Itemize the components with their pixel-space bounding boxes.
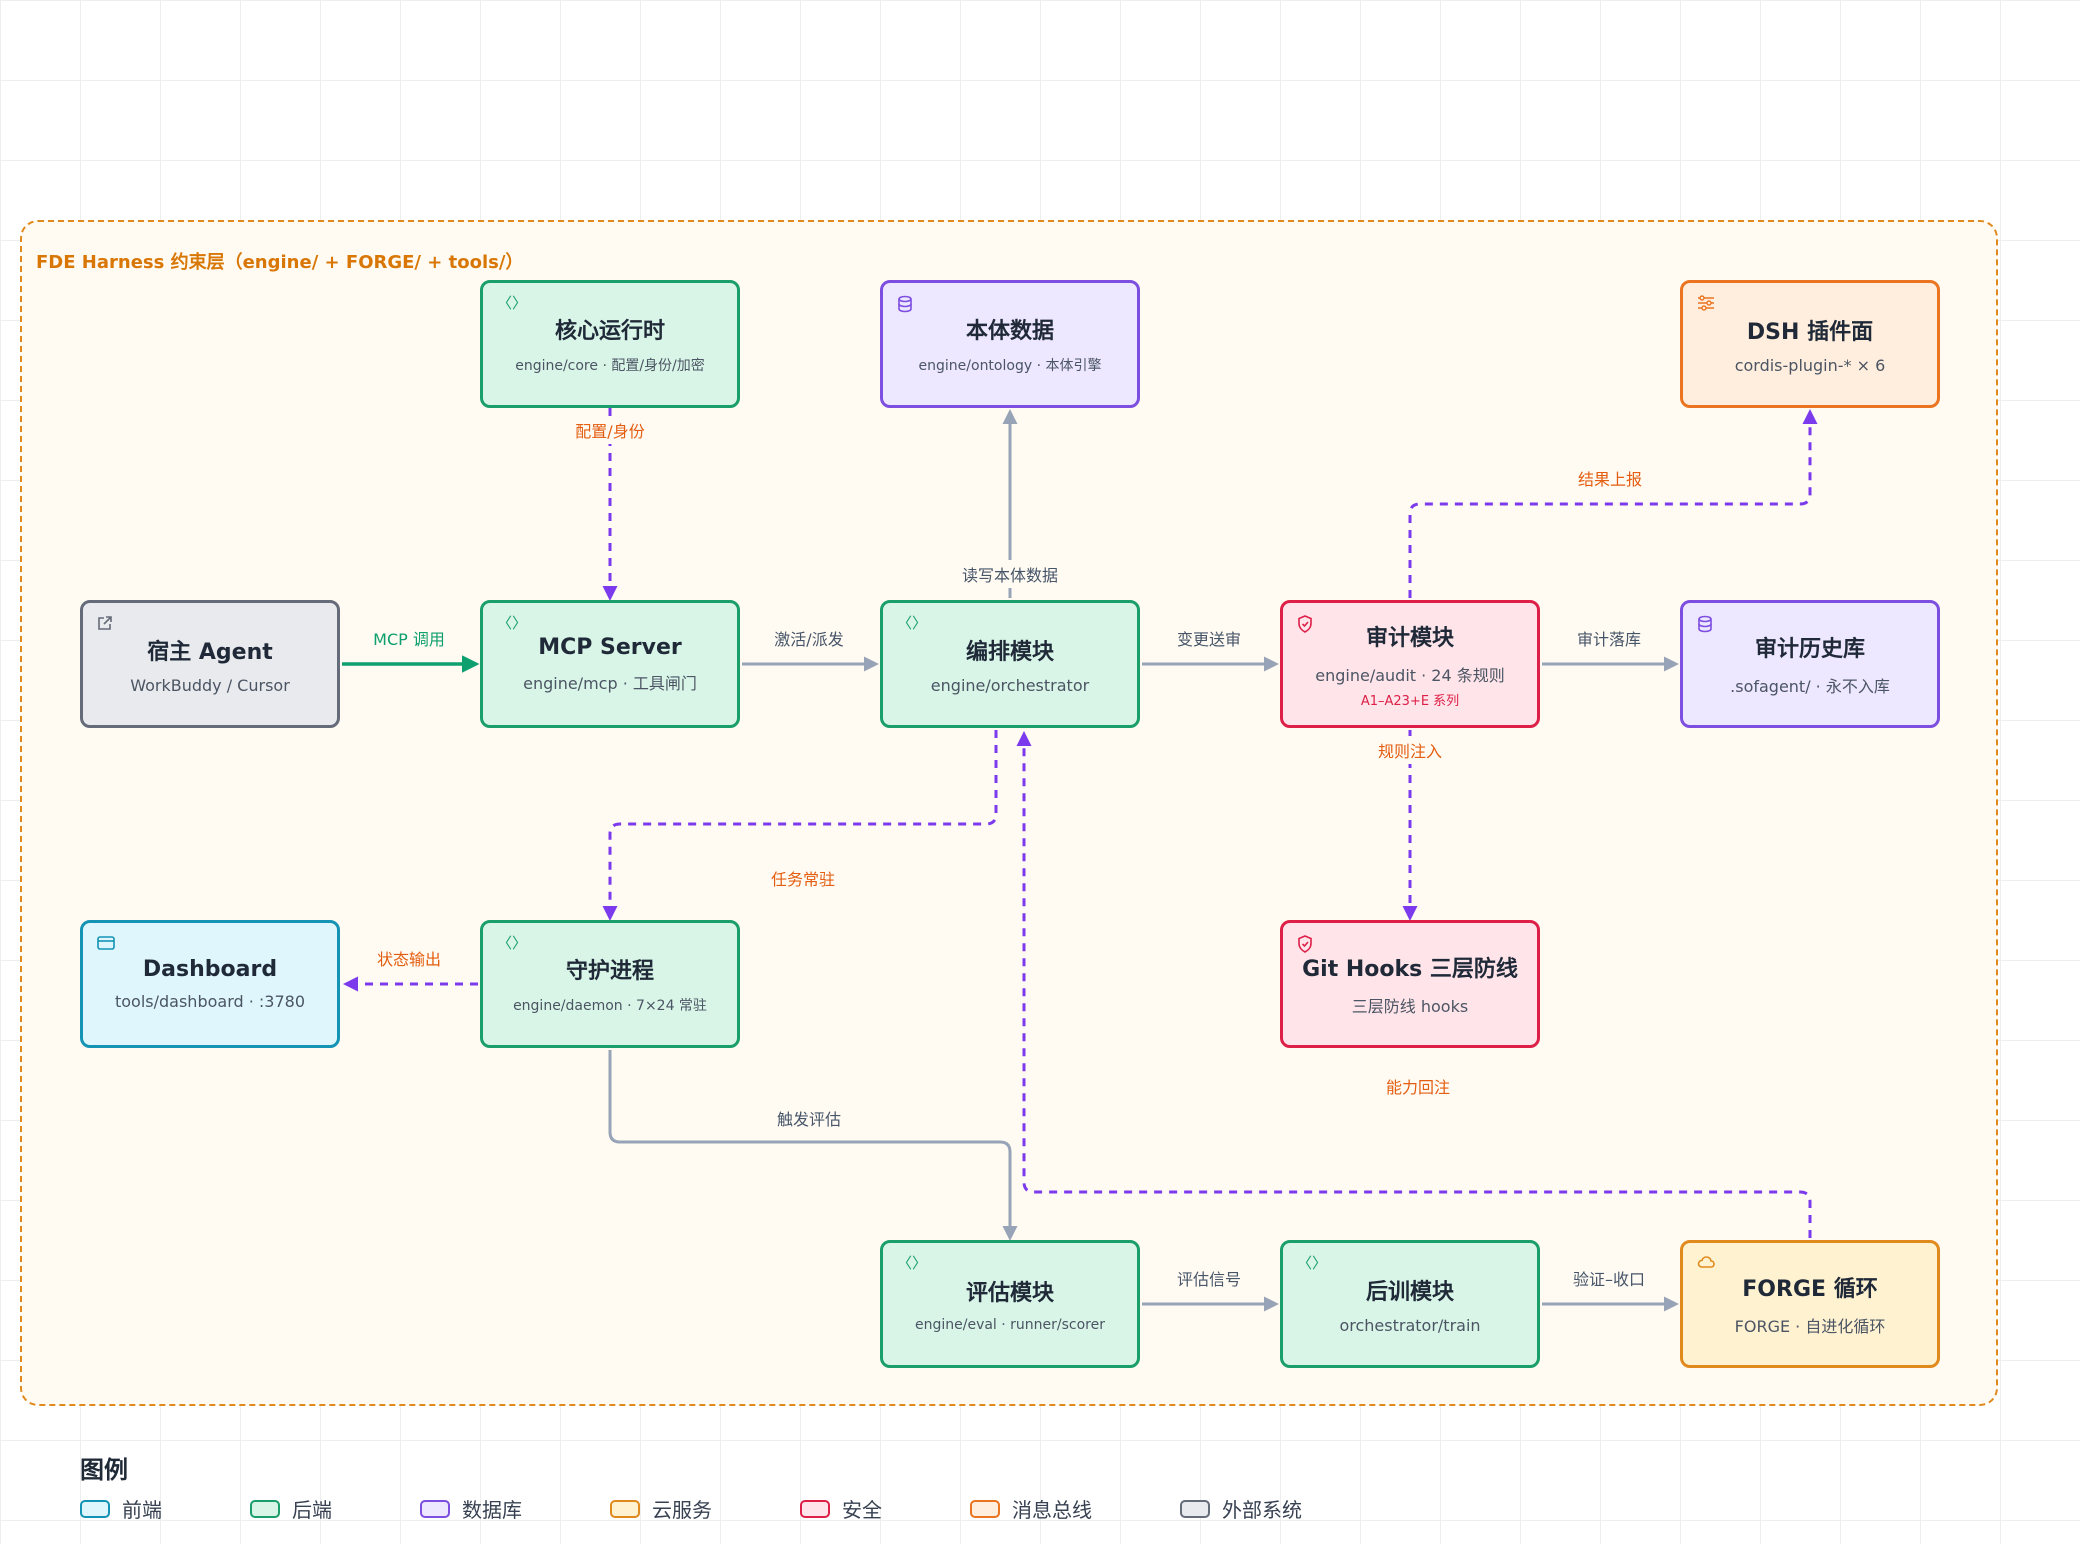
edge-label-capability-backflow: 能力回注 <box>1385 1078 1451 1097</box>
edge-label-mcp-call: MCP 调用 <box>365 624 453 652</box>
code-icon: 〈〉 <box>897 614 928 632</box>
legend-item-message-bus: 消息总线 <box>970 1494 1092 1523</box>
node-forge-loop[interactable]: FORGE 循环 FORGE · 自进化循环 <box>1680 1240 1940 1368</box>
code-icon: 〈〉 <box>1297 1254 1328 1272</box>
node-train-module[interactable]: 〈〉 后训模块 orchestrator/train <box>1280 1240 1540 1368</box>
legend-item-cloud: 云服务 <box>610 1494 712 1523</box>
legend-swatch <box>970 1499 1000 1518</box>
legend-item-backend: 后端 <box>250 1494 332 1523</box>
node-git-hooks[interactable]: Git Hooks 三层防线 三层防线 hooks <box>1280 920 1540 1048</box>
legend-item-security: 安全 <box>800 1494 882 1523</box>
legend-item-frontend: 前端 <box>80 1494 162 1523</box>
edge-label-task-resident: 任务常驻 <box>770 870 836 889</box>
database-icon <box>1697 615 1713 636</box>
edge-label-status-output: 状态输出 <box>368 944 450 972</box>
edge-label-activate-dispatch: 激活/派发 <box>766 624 852 652</box>
legend-swatch <box>250 1499 280 1518</box>
code-icon: 〈〉 <box>497 934 528 952</box>
sliders-icon <box>1697 295 1715 314</box>
edge-label-audit-persist: 审计落库 <box>1568 624 1650 652</box>
code-icon: 〈〉 <box>497 294 528 312</box>
edge-label-trigger-eval: 触发评估 <box>768 1104 850 1132</box>
node-mcp-server[interactable]: 〈〉 MCP Server engine/mcp · 工具闸门 <box>480 600 740 728</box>
edge-label-read-write-ontology: 读写本体数据 <box>953 560 1067 588</box>
node-host-agent[interactable]: 宿主 Agent WorkBuddy / Cursor <box>80 600 340 728</box>
node-eval-module[interactable]: 〈〉 评估模块 engine/eval · runner/scorer <box>880 1240 1140 1368</box>
legend-item-external: 外部系统 <box>1180 1494 1302 1523</box>
edge-forge-orchestrator <box>1016 731 1812 1238</box>
edge-label-change-review: 变更送审 <box>1168 624 1250 652</box>
legend-swatch <box>80 1499 110 1518</box>
edge-label-eval-signal: 评估信号 <box>1168 1264 1250 1292</box>
legend-swatch <box>610 1499 640 1518</box>
edge-audit-dsh <box>1408 409 1818 598</box>
legend-swatch <box>420 1499 450 1518</box>
shield-icon <box>1297 615 1313 636</box>
legend-swatch <box>800 1499 830 1518</box>
node-dashboard[interactable]: Dashboard tools/dashboard · :3780 <box>80 920 340 1048</box>
node-daemon[interactable]: 〈〉 守护进程 engine/daemon · 7×24 常驻 <box>480 920 740 1048</box>
legend-swatch <box>1180 1499 1210 1518</box>
code-icon: 〈〉 <box>897 1254 928 1272</box>
database-icon <box>897 295 913 316</box>
legend-title: 图例 <box>80 1456 128 1484</box>
shield-icon <box>1297 935 1313 956</box>
browser-window-icon <box>97 935 115 954</box>
node-audit-module[interactable]: 审计模块 engine/audit · 24 条规则 A1–A23+E 系列 <box>1280 600 1540 728</box>
cloud-icon <box>1697 1255 1715 1272</box>
edge-label-rule-inject: 规则注入 <box>1369 736 1451 764</box>
legend-item-database: 数据库 <box>420 1494 522 1523</box>
edge-label-verify-close: 验证–收口 <box>1564 1264 1654 1292</box>
code-icon: 〈〉 <box>497 614 528 632</box>
node-dsh-plugin[interactable]: DSH 插件面 cordis-plugin-* × 6 <box>1680 280 1940 408</box>
node-core-runtime[interactable]: 〈〉 核心运行时 engine/core · 配置/身份/加密 <box>480 280 740 408</box>
edge-label-result-report: 结果上报 <box>1577 470 1643 489</box>
edge-daemon-eval <box>608 1050 1018 1241</box>
node-ontology-data[interactable]: 本体数据 engine/ontology · 本体引擎 <box>880 280 1140 408</box>
node-audit-history[interactable]: 审计历史库 .sofagent/ · 永不入库 <box>1680 600 1940 728</box>
harness-group-title: FDE Harness 约束层（engine/ + FORGE/ + tools… <box>36 252 524 273</box>
external-link-icon <box>97 615 113 634</box>
node-orchestrator[interactable]: 〈〉 编排模块 engine/orchestrator <box>880 600 1140 728</box>
edge-label-config-identity: 配置/身份 <box>567 416 653 444</box>
